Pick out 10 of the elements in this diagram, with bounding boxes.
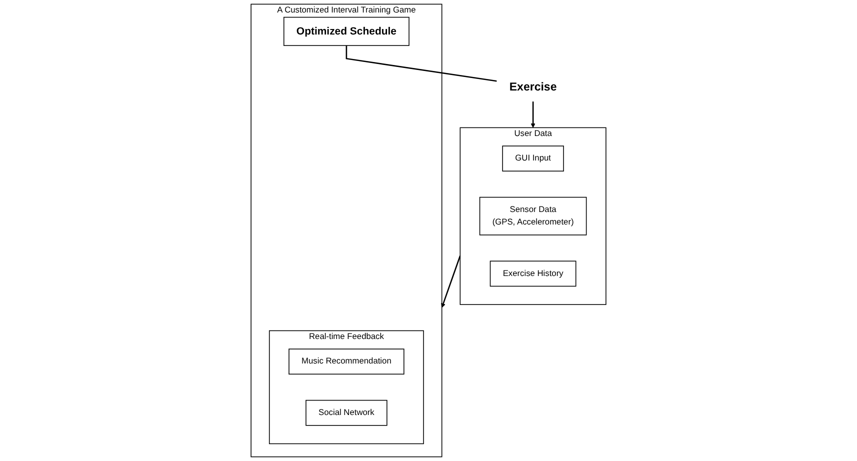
node-text: Exercise xyxy=(509,80,557,94)
node-box: GUI Input xyxy=(502,146,564,172)
arrow xyxy=(441,256,461,308)
node-box: Optimized Schedule xyxy=(283,16,410,46)
node-box: Sensor Data (GPS, Accelerometer) xyxy=(479,196,587,236)
node-box: Music Recommendation xyxy=(288,348,404,375)
connector xyxy=(346,46,497,82)
node-box: Exercise History xyxy=(490,260,576,287)
arrow xyxy=(530,102,536,128)
node-box: Social Network xyxy=(306,400,388,426)
